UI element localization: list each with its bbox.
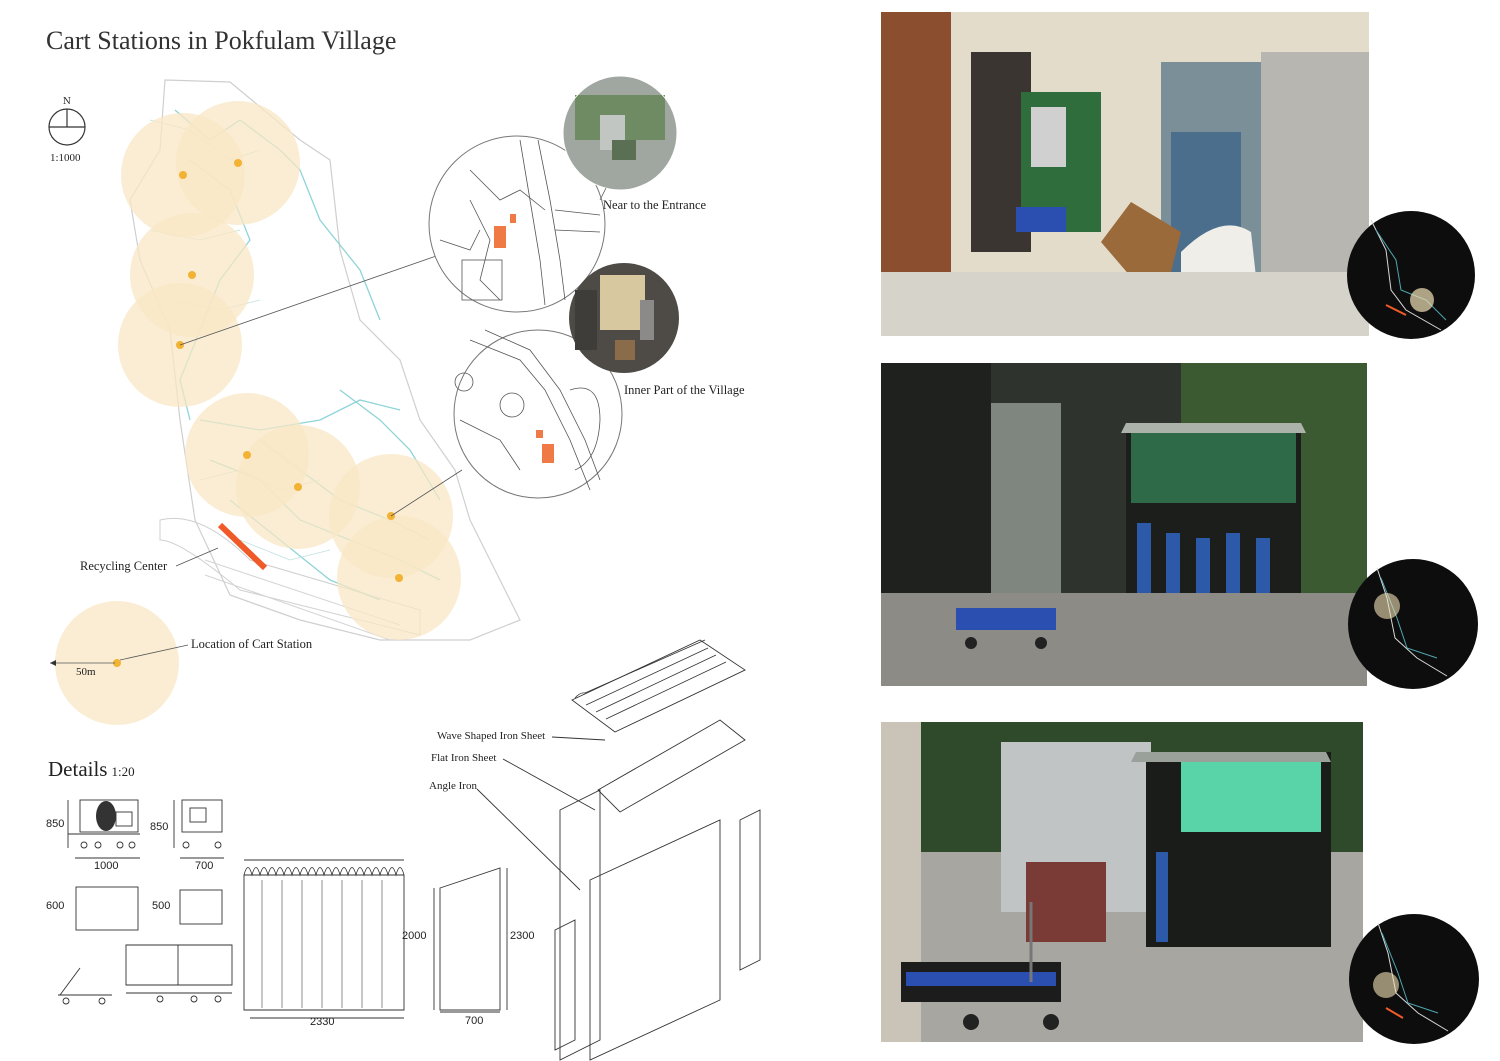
photo-inner-village (881, 363, 1367, 686)
locator-map-entrance (1347, 211, 1475, 339)
dim-width: 700 (195, 860, 214, 872)
label-angle-iron: Angle Iron (429, 780, 477, 792)
cart-tyre-icon (96, 801, 116, 831)
dim-height-side: 850 (150, 821, 169, 833)
dim-side-width: 700 (465, 1015, 484, 1027)
inner-callout: Inner Part of the Village (624, 383, 745, 397)
label-wave-sheet: Wave Shaped Iron Sheet (437, 730, 546, 742)
photo-third-station (881, 722, 1363, 1042)
dim-plan-a: 600 (46, 900, 65, 912)
recycling-callout: Recycling Center (80, 559, 168, 573)
inner-photo-circle (569, 263, 679, 373)
dim-plan-b: 500 (152, 900, 171, 912)
inner-detail-plan (453, 329, 623, 499)
entrance-photo-circle (562, 75, 678, 191)
wave-sheet-pattern (243, 639, 727, 877)
north-arrow-icon (48, 108, 86, 146)
entrance-callout: Near to the Entrance (603, 198, 707, 212)
locator-map-third (1349, 914, 1479, 1044)
page-title: Cart Stations in Pokfulam Village (46, 26, 397, 55)
dim-length: 1000 (94, 860, 119, 872)
dim-front-width: 2330 (310, 1016, 335, 1028)
site-plan (48, 75, 679, 725)
cart-station-dots (113, 159, 403, 667)
recycling-center-marker (217, 522, 268, 571)
entrance-detail-plan (428, 135, 606, 313)
north-label: N (63, 97, 71, 107)
cart-station-callout: Location of Cart Station (191, 637, 313, 651)
dim-side-height: 2000 (402, 930, 427, 942)
photo-entrance (881, 12, 1369, 336)
dim-height-front: 850 (46, 818, 65, 830)
details-drawings (58, 639, 761, 1061)
label-flat-sheet: Flat Iron Sheet (431, 752, 497, 764)
radius-label: 50m (76, 666, 96, 678)
locator-map-inner (1348, 559, 1478, 689)
dim-side-height-total: 2300 (510, 930, 535, 942)
map-scale: 1:1000 (50, 152, 81, 164)
